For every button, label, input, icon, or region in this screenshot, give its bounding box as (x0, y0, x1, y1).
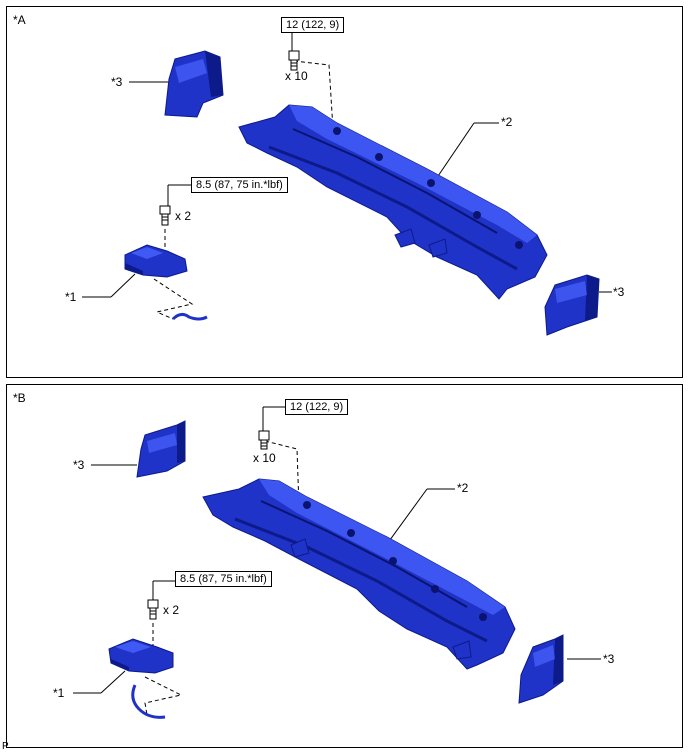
torque-spec-box: 8.5 (87, 75 in.*lbf) (191, 177, 288, 193)
panel-tag: *B (13, 391, 26, 405)
part-label: *2 (457, 481, 469, 495)
part-label: *1 (65, 290, 77, 304)
part-label: *3 (603, 652, 615, 666)
beam-part (238, 104, 548, 300)
bolt-quantity: x 10 (285, 69, 308, 83)
hex-bolt-icon (288, 50, 300, 71)
panel-tag: *A (13, 13, 26, 27)
panel-b-illustration (73, 406, 601, 719)
bolt-quantity: x 2 (163, 603, 180, 617)
beam-part (202, 478, 516, 670)
bracket-part (108, 638, 174, 719)
torque-spec-box: 12 (122, 9) (285, 399, 349, 415)
part-label: *3 (613, 285, 625, 299)
bolt-quantity: x 10 (253, 451, 276, 465)
hex-bolt-icon (159, 205, 171, 226)
part-label: *2 (501, 115, 513, 129)
hex-bolt-icon (147, 599, 159, 620)
panel-a-illustration (82, 33, 612, 336)
torque-spec-box: 12 (122, 9) (281, 17, 345, 33)
cover-right-part (544, 274, 600, 336)
cover-left-part (164, 50, 224, 118)
bolt-quantity: x 2 (175, 209, 192, 223)
part-label: *3 (111, 75, 123, 89)
cover-left-part (136, 420, 186, 478)
part-label: *1 (53, 686, 65, 700)
footer-code: P (2, 741, 9, 752)
hex-bolt-icon (258, 430, 270, 450)
panel-a: *A (6, 6, 683, 378)
cover-right-part (518, 634, 564, 704)
panel-b: *B (6, 384, 683, 748)
part-label: *3 (73, 458, 85, 472)
bracket-part (124, 244, 208, 321)
torque-spec-box: 8.5 (87, 75 in.*lbf) (175, 571, 272, 587)
